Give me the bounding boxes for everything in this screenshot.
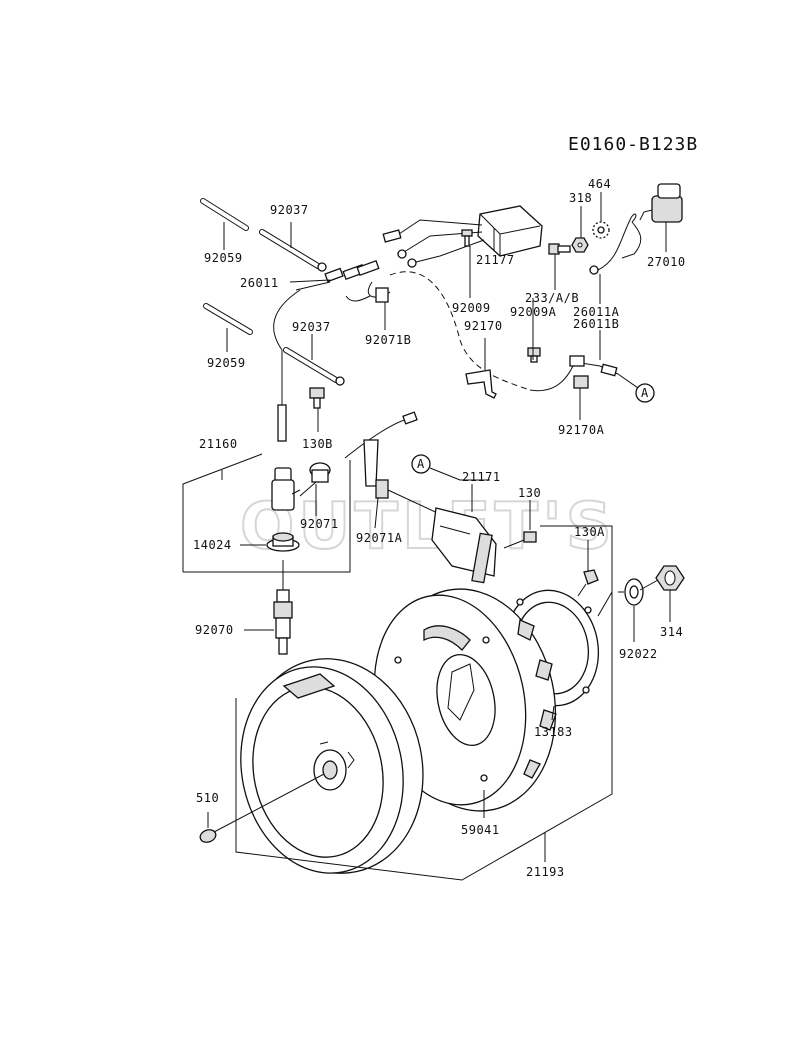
- leader-lines: [223, 192, 671, 642]
- label-21171: 21171: [462, 470, 501, 484]
- label-13183: 13183: [534, 725, 573, 739]
- label-92059: 92059: [204, 251, 243, 265]
- bolt-130: [503, 531, 537, 549]
- label-26011b: 26011B: [573, 317, 619, 331]
- label-314: 314: [660, 625, 683, 639]
- key-510: [199, 773, 325, 843]
- callout-letter: A: [641, 386, 649, 400]
- label-130b: 130B: [302, 437, 333, 451]
- label-21160: 21160: [199, 437, 238, 451]
- nut-314: [655, 565, 685, 591]
- label-26011a: 26011A: [573, 305, 620, 319]
- boot-92071: [299, 462, 331, 497]
- diagram-code: E0160-B123B: [568, 134, 698, 155]
- switch-27010: [639, 183, 683, 223]
- rod-92059-upper: [200, 198, 249, 231]
- label-92009a: 92009A: [510, 305, 557, 319]
- screw-92009: [461, 229, 473, 247]
- watermark-text: OUTLET'S: [240, 490, 616, 564]
- label-233-a-b: 233/A/B: [525, 291, 579, 305]
- rod-92037-lower: [283, 347, 345, 386]
- label-92022: 92022: [619, 647, 658, 661]
- ignition-coil-21171: [344, 411, 497, 584]
- wire-26011b: [529, 355, 619, 392]
- spark-plug-92070: [273, 589, 293, 655]
- label-92037-lower: 92037: [292, 320, 331, 334]
- label-14024: 14024: [193, 538, 232, 552]
- bracket-92170: [465, 369, 497, 399]
- label-92071: 92071: [300, 517, 339, 531]
- wire-26011a: [589, 213, 642, 275]
- clip-92170a: [573, 375, 589, 389]
- rod-92037-upper: [259, 229, 327, 272]
- bolt-130a: [577, 569, 599, 597]
- bracket-lines-21160: [182, 453, 351, 573]
- nut-318: [571, 237, 589, 253]
- label-130: 130: [518, 486, 541, 500]
- cap-14024: [266, 532, 300, 552]
- label-92059-lower: 92059: [207, 356, 246, 370]
- label-130a: 130A: [574, 525, 605, 539]
- label-26011: 26011: [240, 276, 279, 290]
- label-464: 464: [588, 177, 611, 191]
- label-92009: 92009: [452, 301, 491, 315]
- wire-harness-26011: [273, 259, 531, 442]
- label-510: 510: [196, 791, 219, 805]
- screw-92009a: [527, 347, 541, 363]
- label-318: 318: [569, 191, 592, 205]
- callout-letter-2: A: [417, 457, 425, 471]
- label-92037: 92037: [270, 203, 309, 217]
- label-59041: 59041: [461, 823, 500, 837]
- bolt-130b: [309, 387, 325, 409]
- label-21193: 21193: [526, 865, 565, 879]
- flywheel-21193: [240, 658, 424, 874]
- plug-cap-21160: [271, 467, 301, 511]
- screw-233: [548, 243, 571, 255]
- label-92170a: 92170A: [558, 423, 605, 437]
- washer-464: [592, 221, 610, 239]
- label-27010: 27010: [647, 255, 686, 269]
- label-92071b: 92071B: [365, 333, 411, 347]
- label-21177: 21177: [476, 253, 515, 267]
- callout-a-upper: A: [617, 373, 655, 403]
- label-92170: 92170: [464, 319, 503, 333]
- label-92071a: 92071A: [356, 531, 403, 545]
- washer-92022: [624, 578, 644, 606]
- label-92070: 92070: [195, 623, 234, 637]
- bracket-lines-21193: [235, 525, 659, 881]
- rod-92059-lower: [203, 303, 253, 335]
- callout-a-lower: A: [411, 454, 490, 481]
